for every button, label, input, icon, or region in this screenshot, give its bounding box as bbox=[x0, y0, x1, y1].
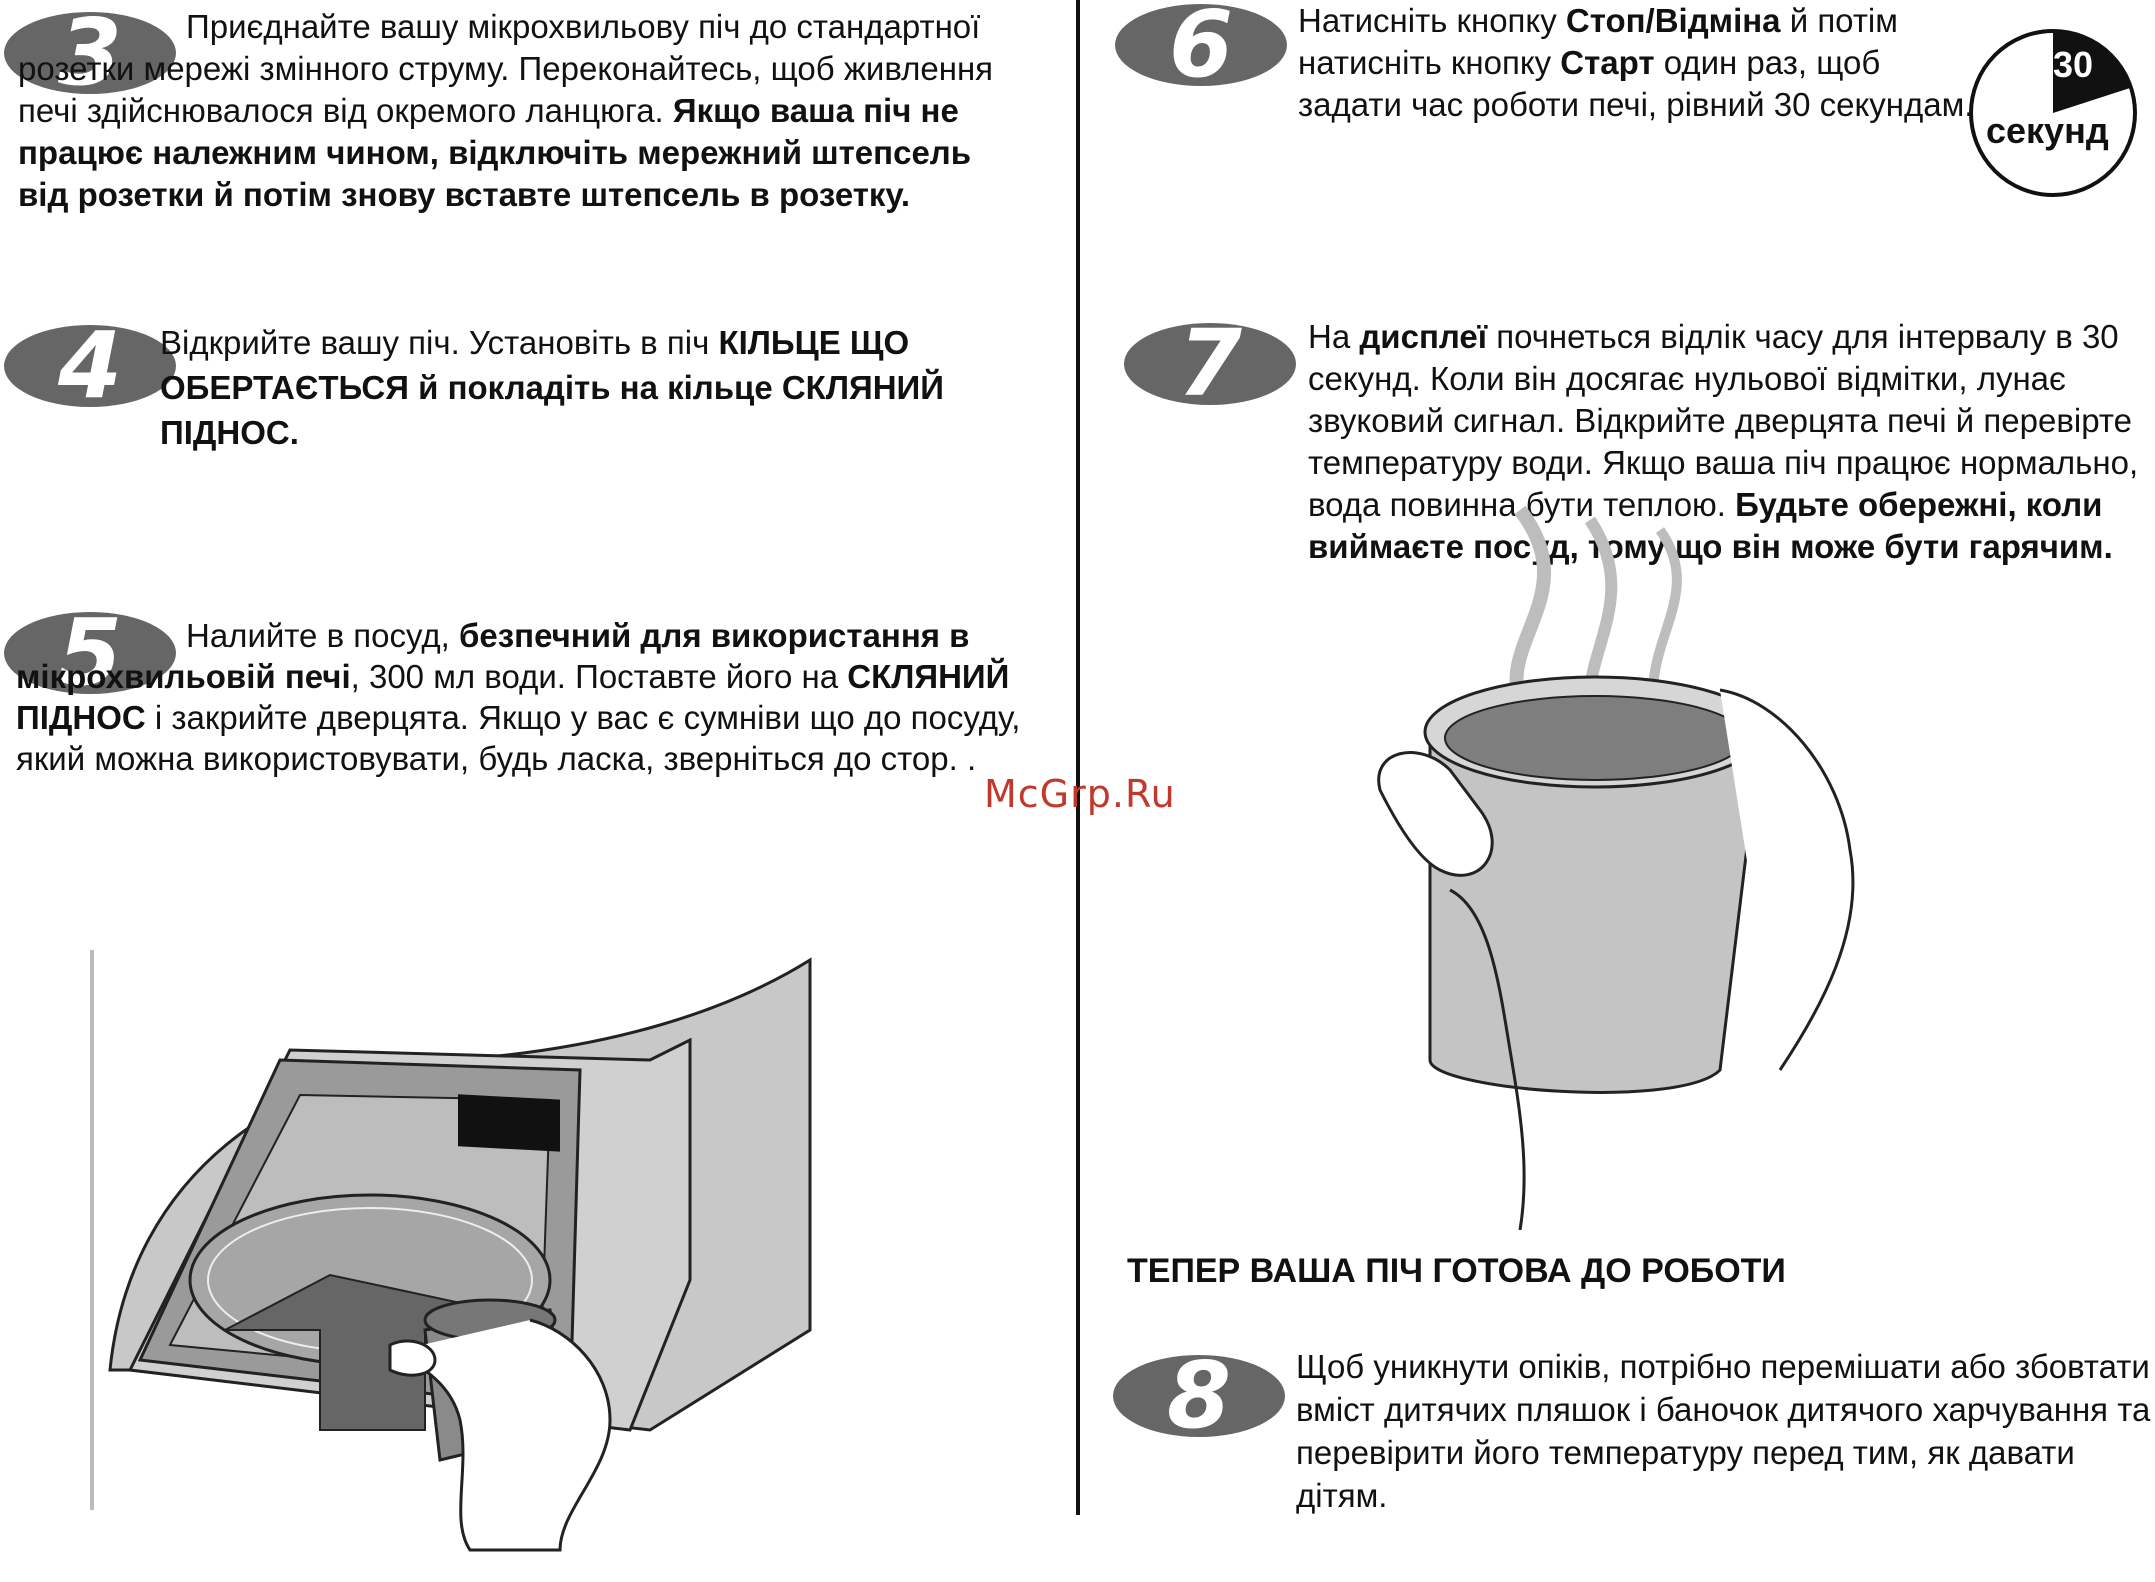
step-text-run: Відкрийте вашу піч. Установіть в піч bbox=[160, 324, 719, 361]
step-7-badge: 7 bbox=[1124, 318, 1296, 410]
ready-title: ТЕПЕР ВАША ПІЧ ГОТОВА ДО РОБОТИ bbox=[1127, 1252, 1786, 1290]
step-8-badge: 8 bbox=[1113, 1350, 1285, 1442]
step-6-badge: 6 bbox=[1115, 0, 1287, 91]
step-7-text: На дисплеї почнеться відлік часу для інт… bbox=[1308, 316, 2153, 568]
step-text-run: і закрийте дверцята. Якщо у вас є сумнів… bbox=[16, 699, 1021, 777]
step-5-badge: 5 bbox=[4, 607, 176, 699]
watermark: McGrp.Ru bbox=[984, 772, 1176, 816]
step-text-run: СКЛЯНИЙ ПІДНОС bbox=[16, 658, 1010, 736]
step-text-run: дисплеї bbox=[1359, 318, 1488, 355]
step-text-run: Будьте обережні, коли виймаєте посуд, то… bbox=[1308, 486, 2113, 565]
step-text-run: Налийте в посуд, bbox=[186, 617, 459, 654]
hot-cup-illustration bbox=[1377, 505, 1855, 1230]
step-5-text: Налийте в посуд, безпечний для використа… bbox=[16, 615, 1026, 779]
step-text-run: КІЛЬЦЕ ЩО ОБЕРТАЄТЬСЯ й покладіть на кіл… bbox=[160, 324, 944, 451]
step-8-text: Щоб уникнути опіків, потрібно перемішати… bbox=[1296, 1345, 2151, 1517]
timer-label: секунд bbox=[1986, 110, 2109, 151]
step-6-text: Натисніть кнопку Стоп/Відміна й потім на… bbox=[1298, 0, 1978, 126]
step-text-run: На bbox=[1308, 318, 1360, 355]
timer-30-seconds-icon bbox=[1969, 29, 2137, 197]
step-text-run: Приєднайте вашу мікрохвильову піч до ста… bbox=[18, 8, 994, 129]
column-divider bbox=[1076, 0, 1080, 1515]
microwave-illustration bbox=[90, 950, 812, 1552]
step-text-run: Натисніть кнопку bbox=[1298, 2, 1566, 39]
step-text-run: почнеться відлік часу для інтервалу в 30… bbox=[1308, 318, 2139, 523]
step-text-run: безпечний для використання в мікрохвильо… bbox=[16, 617, 970, 695]
step-4-text: Відкрийте вашу піч. Установіть в піч КІЛ… bbox=[160, 320, 1035, 455]
step-4-badge: 4 bbox=[4, 320, 176, 412]
step-text-run: один раз, щоб задати час роботи печі, рі… bbox=[1298, 44, 1974, 123]
timer-value: 30 bbox=[2053, 44, 2094, 85]
step-text-run: Стоп/Відміна bbox=[1565, 2, 1781, 39]
step-text-run: й потім натисніть кнопку bbox=[1298, 2, 1898, 81]
step-3-badge: 3 bbox=[4, 7, 176, 99]
step-text-run: Щоб уникнути опіків, потрібно перемішати… bbox=[1296, 1348, 2151, 1514]
step-text-run: Якщо ваша піч не працює належним чином, … bbox=[18, 92, 972, 213]
step-3-text: Приєднайте вашу мікрохвильову піч до ста… bbox=[18, 6, 1028, 216]
step-text-run: Старт bbox=[1560, 44, 1655, 81]
step-text-run: , 300 мл води. Поставте його на bbox=[350, 658, 848, 695]
